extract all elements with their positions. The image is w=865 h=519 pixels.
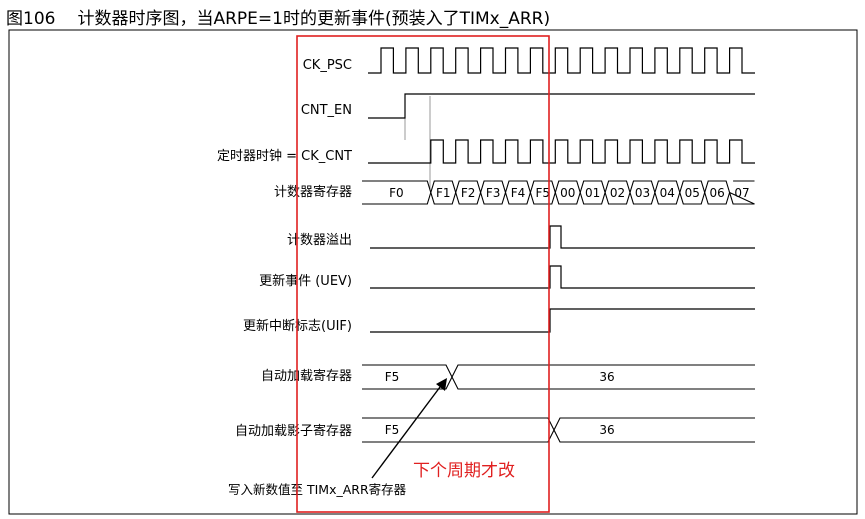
label-auto-reload-register: 自动加载寄存器 (261, 368, 352, 384)
auto-reload-shadow-register-bus: F5 36 (362, 417, 755, 443)
waveform-update-event (370, 265, 755, 289)
label-counter-register: 计数器寄存器 (274, 184, 352, 200)
label-counter-overflow: 计数器溢出 (287, 233, 352, 248)
counter-register-bus: F0 F1 F2 F3 F4 F5 00 01 02 03 04 05 06 07 (362, 180, 755, 205)
waveform-update-interrupt-flag (370, 308, 755, 333)
counter-value: 03 (635, 186, 650, 200)
counter-segment (504, 180, 531, 205)
counter-segment (704, 180, 731, 205)
figure-title: 计数器时序图，当ARPE=1时的更新事件(预装入了TIMx_ARR) (77, 9, 551, 29)
label-cnt-en: CNT_EN (301, 103, 352, 118)
counter-segment (654, 180, 681, 205)
counter-value: 06 (709, 186, 724, 200)
waveform-ck-psc (368, 47, 755, 74)
highlight-box (296, 35, 550, 513)
figure-number: 图106 (6, 9, 56, 29)
label-auto-reload-shadow-register: 自动加载影子寄存器 (235, 423, 352, 439)
counter-value: F4 (511, 186, 526, 200)
counter-value: F5 (536, 186, 551, 200)
counter-value: F3 (486, 186, 501, 200)
counter-segment (529, 180, 556, 205)
counter-segment (430, 180, 457, 205)
auto-reload-value-after: 36 (599, 370, 614, 384)
counter-segment (480, 180, 507, 205)
waveform-ck-cnt (368, 139, 755, 164)
counter-segment (629, 180, 656, 205)
figure-caption: 图106 计数器时序图，当ARPE=1时的更新事件(预装入了TIMx_ARR) (6, 4, 550, 29)
counter-value: 07 (734, 186, 749, 200)
counter-segment (455, 180, 482, 205)
counter-value: F2 (461, 186, 476, 200)
auto-reload-register-bus: F5 36 (362, 364, 755, 390)
counter-value: F1 (436, 186, 451, 200)
counter-value: 04 (660, 186, 675, 200)
counter-segment (604, 180, 631, 205)
waveform-cnt-en (368, 93, 755, 119)
counter-value: 01 (585, 186, 600, 200)
label-update-event: 更新事件 (UEV) (259, 273, 352, 289)
shadow-value-after: 36 (599, 423, 614, 437)
shadow-value-before: F5 (385, 423, 400, 437)
counter-segment (728, 180, 755, 205)
counter-value: 02 (610, 186, 625, 200)
write-arrow (371, 378, 447, 479)
diagram-frame (8, 29, 858, 515)
counter-segment (679, 180, 706, 205)
write-note: 写入新数值至 TIMx_ARR寄存器 (228, 482, 407, 497)
counter-value: F0 (389, 186, 404, 200)
counter-segment (554, 180, 581, 205)
auto-reload-value-before: F5 (385, 370, 400, 384)
label-ck-psc: CK_PSC (303, 58, 352, 73)
waveform-counter-overflow (370, 225, 755, 249)
counter-segment (579, 180, 606, 205)
counter-value: 05 (685, 186, 700, 200)
label-ck-cnt: 定时器时钟 = CK_CNT (217, 148, 352, 164)
red-note: 下个周期才改 (413, 461, 515, 481)
counter-value: 00 (560, 186, 575, 200)
